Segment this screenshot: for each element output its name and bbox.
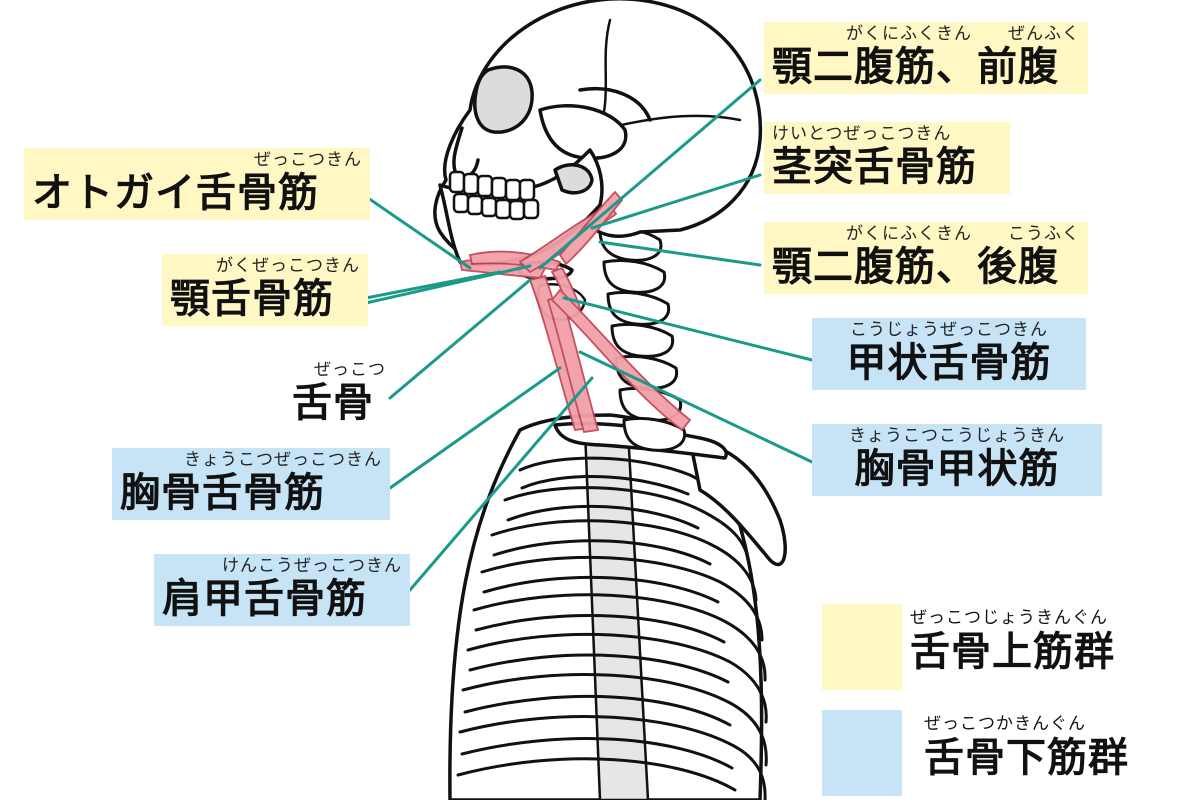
furigana: ぜっこつかきんぐん	[924, 714, 1086, 734]
leader-sternohyoid	[388, 366, 562, 490]
muscle-name: 胸骨舌骨筋	[120, 470, 325, 516]
legend-swatch-infra	[822, 710, 902, 796]
leader-digastric-posterior	[598, 240, 762, 267]
muscle-sternothyroid	[546, 294, 600, 434]
furigana: がくにふくきん こうふく	[846, 224, 1080, 244]
label-sternohyoid: きょうこつぜっこつきん 胸骨舌骨筋	[112, 448, 390, 520]
label-mylohyoid: がくぜっこつきん 顎舌骨筋	[162, 254, 368, 326]
muscle-name: 甲状舌骨筋	[846, 340, 1052, 386]
ribs	[456, 456, 768, 800]
legend-name: 舌骨下筋群	[924, 735, 1129, 781]
eye-orbit	[473, 65, 534, 134]
muscle-name: 顎舌骨筋	[170, 276, 334, 322]
muscle-omohyoid	[550, 288, 692, 432]
leader-mylohyoid-2	[364, 264, 532, 305]
muscle-name: 顎二腹筋、後腹	[772, 244, 1059, 290]
label-digastric-anterior: がくにふくきん ぜんふく 顎二腹筋、前腹	[764, 22, 1088, 94]
furigana: きょうこつぜっこつきん	[184, 450, 382, 470]
leader-omohyoid	[408, 376, 594, 592]
leader-hyoid	[388, 278, 532, 400]
muscle-name: 茎突舌骨筋	[772, 144, 977, 190]
label-sternothyroid: きょうこつこうじょうきん 胸骨甲状筋	[812, 424, 1102, 496]
label-stylohyoid: けいとつぜっこつきん 茎突舌骨筋	[764, 122, 1010, 194]
teeth	[448, 170, 540, 221]
furigana: がくぜっこつきん	[216, 256, 360, 276]
furigana: ぜっこつきん	[254, 150, 362, 170]
leader-geniohyoid	[366, 196, 472, 270]
furigana: ぜっこつ	[314, 360, 386, 380]
scapula	[688, 438, 787, 567]
muscle-name: 胸骨甲状筋	[854, 446, 1060, 492]
label-omohyoid: けんこうぜっこつきん 肩甲舌骨筋	[154, 554, 410, 626]
furigana: がくにふくきん ぜんふく	[846, 24, 1080, 44]
muscle-name: オトガイ舌骨筋	[32, 170, 319, 216]
furigana: けんこうぜっこつきん	[222, 556, 402, 576]
label-thyrohyoid: こうじょうぜっこつきん 甲状舌骨筋	[812, 318, 1086, 390]
furigana: こうじょうぜっこつきん	[850, 320, 1048, 340]
skeleton	[433, 0, 787, 800]
label-digastric-posterior: がくにふくきん こうふく 顎二腹筋、後腹	[764, 222, 1088, 294]
leader-digastric-anterior	[538, 78, 762, 270]
furigana: ぜっこつじょうきんぐん	[910, 608, 1108, 628]
legend-text-infra: ぜっこつかきんぐん 舌骨下筋群	[924, 714, 1129, 782]
leader-thyrohyoid	[562, 296, 814, 362]
legend-text-supra: ぜっこつじょうきんぐん 舌骨上筋群	[910, 608, 1115, 676]
leader-sternothyroid	[578, 350, 814, 464]
leader-stylohyoid	[590, 173, 762, 230]
muscle-name: 肩甲舌骨筋	[162, 576, 367, 622]
muscle-name: 顎二腹筋、前腹	[772, 44, 1059, 90]
legend-name: 舌骨上筋群	[910, 629, 1115, 675]
label-geniohyoid: ぜっこつきん オトガイ舌骨筋	[24, 148, 370, 220]
bone-name: 舌骨	[292, 380, 374, 426]
label-hyoid: ぜっこつ 舌骨	[284, 358, 394, 430]
furigana: きょうこつこうじょうきん	[849, 426, 1065, 446]
furigana: けいとつぜっこつきん	[772, 124, 952, 144]
leader-lines	[364, 78, 814, 592]
legend-swatch-supra	[822, 604, 902, 690]
